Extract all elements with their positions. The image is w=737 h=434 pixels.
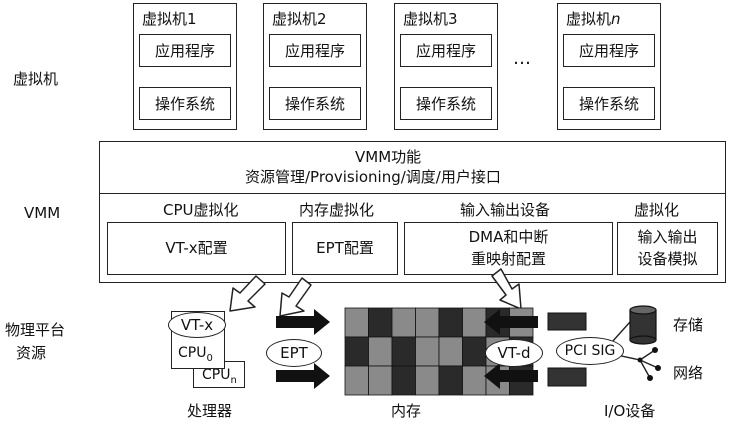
cpu-0-text: CPU [178, 345, 207, 361]
network-node [637, 357, 643, 363]
arrow-right-top [276, 309, 330, 335]
vmm-header-mem: 内存虚拟化 [299, 201, 375, 219]
vmm-title: VMM功能 [355, 148, 422, 166]
dma-remap-line2: 重映射配置 [470, 249, 546, 268]
pci-sig-oval: PCI SIG [556, 337, 624, 365]
io-emulation-line2: 设备模拟 [637, 249, 698, 268]
arrow-vtd-down [491, 268, 522, 310]
vm-title-prefix: 虚拟机 [566, 10, 612, 28]
io-emulation-line1: 输入输出 [637, 227, 698, 246]
ept-config-label: EPT配置 [316, 238, 374, 257]
vtd-oval: VT-d [485, 339, 543, 367]
vmm-functions: 资源管理/Provisioning/调度/用户接口 [245, 168, 501, 186]
layer-label-vmm: VMM [24, 204, 61, 222]
link-to-network-b [639, 349, 656, 361]
vtx-config-label: VT-x配置 [165, 238, 228, 257]
vm-app-box: 应用程序 [269, 34, 361, 67]
arrow-vtx-down [229, 275, 266, 312]
vm-title-suffix: n [611, 10, 621, 28]
arrow-right-bottom [276, 363, 330, 389]
vm-title: 虚拟机1 [142, 10, 197, 28]
vm-box-2: 虚拟机2 应用程序 操作系统 [263, 3, 367, 130]
vm-title: 虚拟机n [566, 8, 621, 29]
vm-os-box: 操作系统 [400, 87, 492, 120]
vm-ellipsis: … [513, 48, 531, 69]
vm-title: 虚拟机2 [272, 10, 327, 28]
ept-oval: EPT [266, 339, 322, 367]
vm-app-box: 应用程序 [563, 34, 655, 67]
cpu-n-text: CPU [202, 367, 231, 383]
io-device-block-top [547, 312, 587, 331]
io-emulation-cell: 输入输出 设备模拟 [617, 222, 718, 275]
vm-title: 虚拟机3 [403, 10, 458, 28]
layer-label-vm: 虚拟机 [13, 70, 59, 88]
vmm-header-cpu: CPU虚拟化 [163, 201, 239, 219]
bottom-label-io: I/O设备 [604, 402, 656, 420]
vm-box-1: 虚拟机1 应用程序 操作系统 [133, 3, 237, 130]
arrow-left-bottom [484, 363, 538, 389]
vmm-divider [99, 193, 726, 194]
cpu-0-label: CPU0 [178, 346, 213, 364]
cpu-0-sub: 0 [206, 352, 213, 364]
dma-remap-cell: DMA和中断 重映射配置 [404, 222, 613, 275]
network-label: 网络 [673, 364, 704, 382]
link-to-storage [611, 321, 631, 343]
cpu-n-label: CPUn [202, 368, 237, 386]
network-node [652, 347, 658, 353]
link-to-network-d [639, 359, 651, 379]
arrow-left-top [484, 309, 538, 335]
vm-app-box: 应用程序 [139, 34, 231, 67]
vm-app-box: 应用程序 [400, 34, 492, 67]
storage-label: 存储 [673, 316, 704, 334]
io-device-block-bottom [547, 367, 587, 387]
bottom-label-processor: 处理器 [187, 402, 233, 420]
dma-remap-line1: DMA和中断 [468, 227, 549, 246]
bottom-label-memory: 内存 [391, 402, 422, 420]
vtx-config-cell: VT-x配置 [107, 222, 286, 275]
layer-label-hw-line1: 物理平台 [5, 321, 66, 339]
vmm-header-virt: 虚拟化 [634, 201, 680, 219]
vm-os-box: 操作系统 [563, 87, 655, 120]
layer-label-hw-line2: 资源 [16, 344, 47, 362]
ept-config-cell: EPT配置 [292, 222, 398, 275]
network-node [647, 375, 653, 381]
cpu-n-sub: n [230, 374, 237, 386]
link-to-network-c [639, 359, 659, 369]
vm-os-box: 操作系统 [139, 87, 231, 120]
arrow-ept-down [279, 277, 312, 317]
storage-cylinder [629, 305, 657, 345]
vm-os-box: 操作系统 [269, 87, 361, 120]
vm-box-3: 虚拟机3 应用程序 操作系统 [394, 3, 498, 130]
vtx-oval: VT-x [168, 312, 226, 338]
network-node [655, 365, 661, 371]
vm-box-n: 虚拟机n 应用程序 操作系统 [557, 3, 661, 130]
vmm-header-io: 输入输出设备 [460, 201, 551, 219]
